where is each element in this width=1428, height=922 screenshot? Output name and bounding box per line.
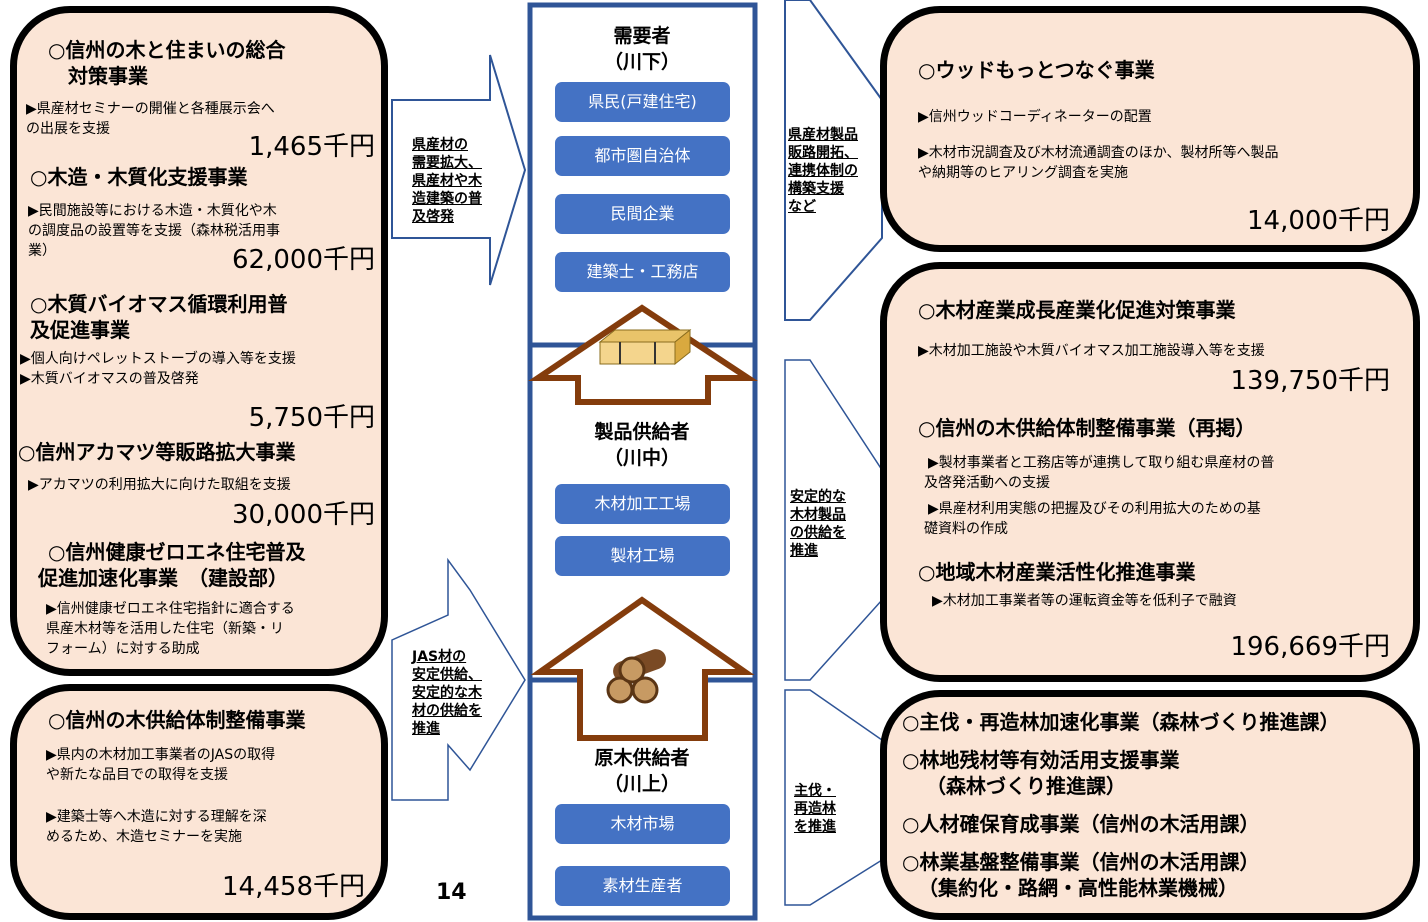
tier-subtitle: （川中） [603,447,680,469]
desc: 及啓発活動への支援 [924,475,1050,491]
desc: ▶県産材利用実態の把握及びその利用拡大のための基 [928,501,1261,517]
desc: 県産木材等を活用した住宅（新築・リ [46,621,284,637]
heading: ○ウッドもっとつなぐ事業 [918,58,1155,82]
heading: （森林づくり推進課） [926,774,1126,798]
tier-title: 原木供給者 [594,747,690,769]
amount: 1,465千円 [248,132,375,162]
heading: ○木造・木質化支援事業 [30,165,248,189]
heading: ○信州の木と住まいの総合 [48,38,286,62]
actor-button[interactable]: 木材加工工場 [555,484,730,524]
heading: 及促進事業 [30,318,130,342]
arrow-label-lower-left: JAS材の安定供給、安定的な木材の供給を推進 [412,649,482,737]
arrow-left-upper [391,54,527,286]
left-measures-box [10,6,388,676]
desc: めるため、木造セミナーを実施 [46,829,242,845]
heading: ○信州の木供給体制整備事業 [48,708,306,732]
heading: ○木材産業成長産業化促進対策事業 [918,298,1236,322]
desc: ▶信州ウッドコーディネーターの配置 [918,109,1152,125]
desc: ▶県産材セミナーの開催と各種展示会へ [26,101,275,117]
amount: 139,750千円 [1230,366,1390,396]
heading: ○木質バイオマス循環利用普 [30,292,288,316]
desc: ▶アカマツの利用拡大に向けた取組を支援 [28,477,291,493]
desc: ▶木材市況調査及び木材流通調査のほか、製材所等へ製品 [918,145,1279,161]
actor-button[interactable]: 県民(戸建住宅) [555,82,730,122]
arrow-label-low-right: 主伐・再造林を推進 [794,783,836,835]
desc: 礎資料の作成 [924,521,1008,537]
desc: ▶信州健康ゼロエネ住宅指針に適合する [46,601,295,617]
actor-button[interactable]: 木材市場 [555,804,730,844]
desc: の調度品の設置等を支援（森林税活用事 [28,223,280,239]
left-supply-box [10,684,388,920]
desc: ▶木質バイオマスの普及啓発 [20,371,199,387]
desc: ▶建築士等へ木造に対する理解を深 [46,809,267,825]
heading: （集約化・路網・高性能林業機械） [918,876,1238,900]
amount: 14,000千円 [1247,206,1390,236]
desc: ▶民間施設等における木造・木質化や木 [28,203,277,219]
heading: 対策事業 [68,64,148,88]
actor-button[interactable]: 素材生産者 [555,866,730,906]
desc: フォーム）に対する助成 [46,641,200,657]
heading: 促進加速化事業 （建設部） [38,566,288,590]
tier-title: 需要者 [613,25,671,47]
desc: 業） [28,243,56,259]
desc: ▶木材加工施設や木質バイオマス加工施設導入等を支援 [918,343,1265,359]
heading: ○林業基盤整備事業（信州の木活用課） [902,850,1260,874]
page-number: 14 [436,880,467,905]
heading: ○林地残材等有効活用支援事業 [902,748,1180,772]
logs-icon [606,649,666,704]
heading: ○人材確保育成事業（信州の木活用課） [902,812,1260,836]
arrow-left-lower [391,557,526,801]
heading: ○主伐・再造林加速化事業（森林づくり推進課） [902,710,1340,734]
desc: ▶木材加工事業者等の運転資金等を低利子で融資 [932,593,1237,609]
amount: 5,750千円 [248,403,375,433]
arrow-label-mid-right: 安定的な木材製品の供給を推進 [790,489,846,559]
arrow-label-upper-left: 県産材の需要拡大、県産材や木造建築の普及啓発 [412,137,482,225]
actor-button[interactable]: 都市圏自治体 [555,136,730,176]
desc: ▶製材事業者と工務店等が連携して取り組む県産材の普 [928,455,1275,471]
tier-title: 製品供給者 [594,421,690,443]
desc: ▶個人向けペレットストーブの導入等を支援 [20,351,296,367]
heading: ○信州の木供給体制整備事業（再掲） [918,416,1256,440]
desc: や納期等のヒアリング調査を実施 [918,165,1128,181]
arrow-label-upper-right: 県産材製品販路開拓、連携体制の構築支援など [788,127,858,215]
desc: や新たな品目での取得を支援 [46,767,228,783]
right-forestry-box [880,690,1420,920]
right-industry-box [880,262,1420,682]
actor-button[interactable]: 建築士・工務店 [555,252,730,292]
actor-button[interactable]: 民間企業 [555,194,730,234]
heading: ○信州健康ゼロエネ住宅普及 [48,540,306,564]
amount: 30,000千円 [232,500,375,530]
amount: 196,669千円 [1230,632,1390,662]
heading: ○地域木材産業活性化推進事業 [918,560,1196,584]
amount: 62,000千円 [232,245,375,275]
tier-subtitle: （川下） [603,51,680,73]
tier-subtitle: （川上） [603,773,680,795]
desc: ▶県内の木材加工事業者のJASの取得 [46,747,276,763]
heading: ○信州アカマツ等販路拡大事業 [18,440,296,464]
lumber-icon [598,328,692,366]
amount: 14,458千円 [222,872,365,902]
right-wood-box [880,6,1420,252]
actor-button[interactable]: 製材工場 [555,536,730,576]
desc: の出展を支援 [26,121,110,137]
